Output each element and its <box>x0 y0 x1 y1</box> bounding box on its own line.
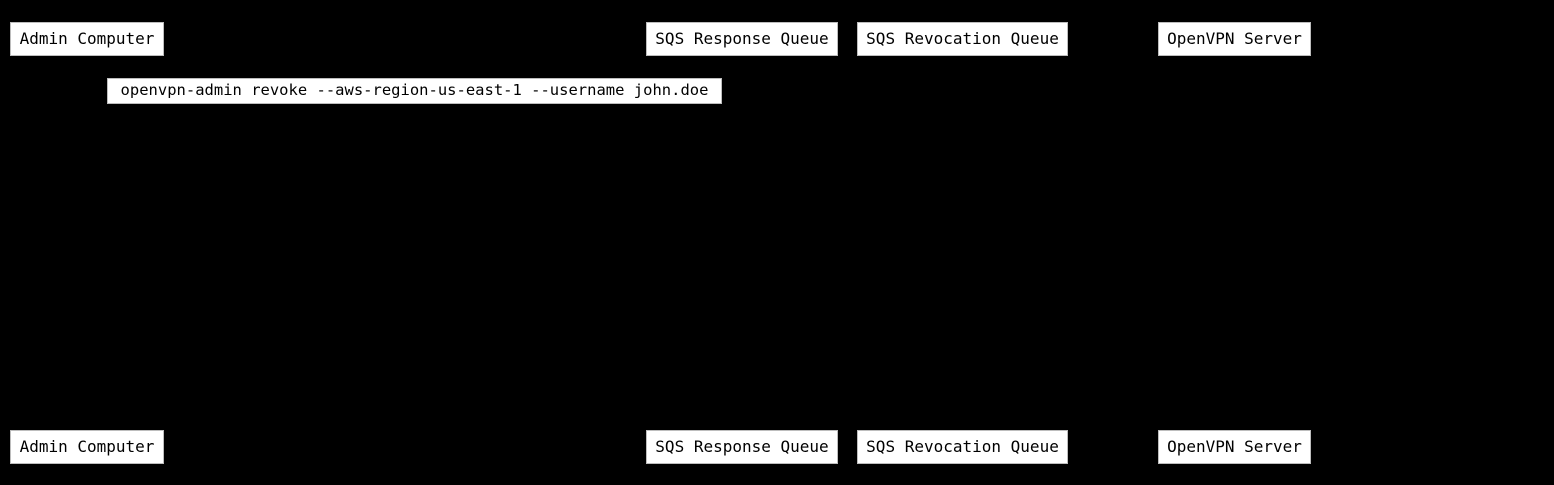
participant-box-top-sqs-revocation-queue: SQS Revocation Queue <box>857 22 1068 56</box>
participant-box-top-admin-computer: Admin Computer <box>10 22 164 56</box>
participant-box-top-sqs-response-queue: SQS Response Queue <box>646 22 838 56</box>
command-note: openvpn-admin revoke --aws-region-us-eas… <box>107 78 722 104</box>
participant-box-bottom-openvpn-server: OpenVPN Server <box>1158 430 1311 464</box>
participant-box-bottom-sqs-revocation-queue: SQS Revocation Queue <box>857 430 1068 464</box>
participant-box-top-openvpn-server: OpenVPN Server <box>1158 22 1311 56</box>
participant-box-bottom-sqs-response-queue: SQS Response Queue <box>646 430 838 464</box>
participant-box-bottom-admin-computer: Admin Computer <box>10 430 164 464</box>
